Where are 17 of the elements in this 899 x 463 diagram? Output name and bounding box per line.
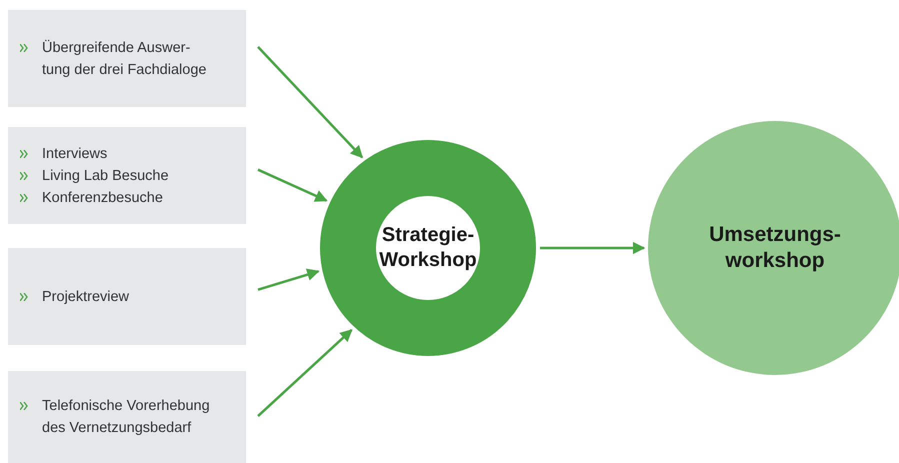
- list-item-text: Übergreifende Auswer- tung der drei Fachdialoge: [42, 38, 208, 80]
- list-card: [8, 127, 246, 224]
- list-card: [8, 371, 246, 463]
- node-title: Umsetzungs- workshop: [708, 222, 842, 274]
- list-card: [8, 248, 246, 345]
- arrow: [540, 242, 646, 254]
- arrow: [257, 329, 353, 417]
- arrow: [257, 168, 328, 202]
- list-item-text: Living Lab Besuche: [42, 166, 170, 186]
- arrow: [257, 46, 364, 158]
- list-item-text: Projektreview: [42, 288, 130, 306]
- arrow: [258, 268, 320, 291]
- list-card: [8, 10, 246, 107]
- node-title: Strategie- Workshop: [378, 223, 478, 273]
- list-item-text: Interviews: [42, 144, 108, 164]
- list-item-text: Telefonische Vorerhebung des Vernetzungsbedarf: [42, 397, 211, 438]
- list-item-text: Konferenzbesuche: [42, 188, 164, 208]
